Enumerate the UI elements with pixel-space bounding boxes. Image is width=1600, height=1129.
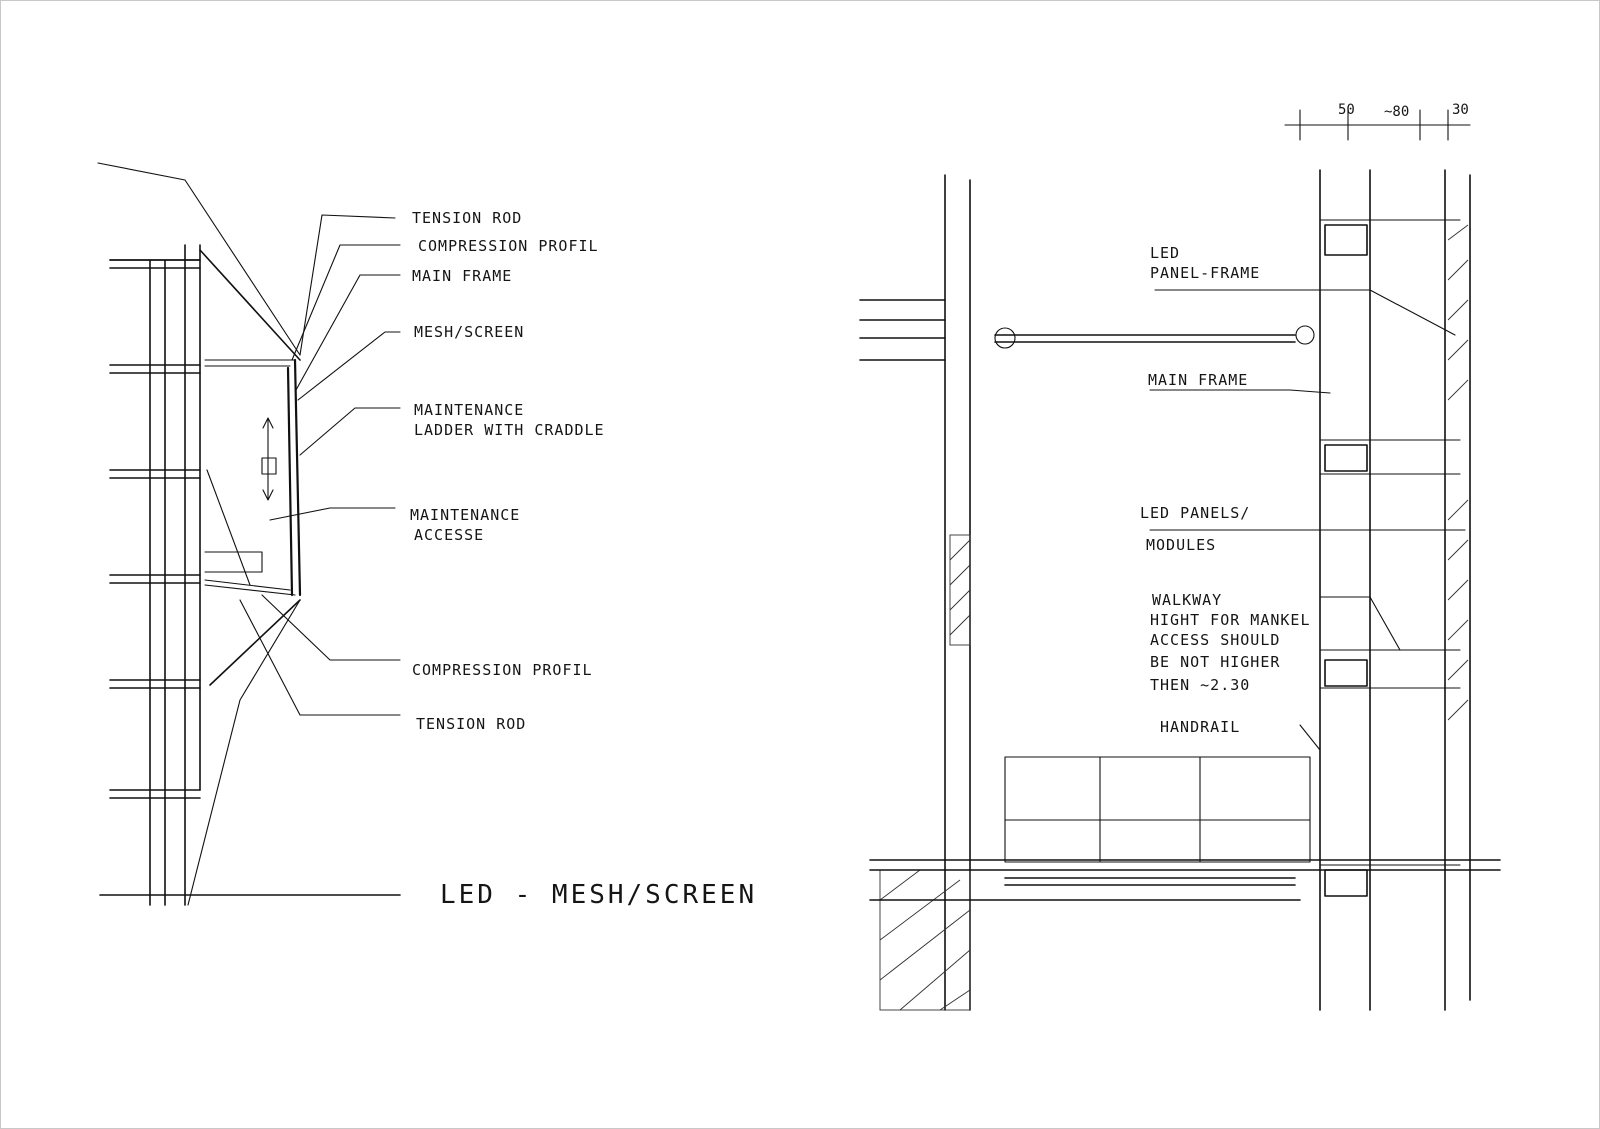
label-mesh-screen: Mesh/screen [414,323,525,341]
label-main-frame-left: Main frame [412,267,513,285]
dimension-80: ~80 [1384,104,1410,120]
dimension-30: 30 [1452,102,1469,118]
label-led: LED [1150,244,1181,262]
label-ladder-with-craddle: ladder with craddle [414,421,605,439]
label-modules: modules [1146,536,1217,554]
label-maintenance-2: Maintenance [410,506,521,524]
label-maintenance-1: Maintenance [414,401,525,419]
label-be-not-higher: be not higher [1150,653,1281,671]
label-compression-profil-top: Compression profil [418,237,599,255]
label-tension-rod-top: Tension rod [412,209,523,227]
drawing-title: LED - MESH/SCREEN [440,880,758,910]
label-accesse: accesse [414,526,485,544]
label-panel-frame: panel-frame [1150,264,1261,282]
label-tension-rod-bottom: Tension rod [416,715,527,733]
label-hight-for-mankel: hight for mankel [1150,611,1311,629]
label-access-should: access should [1150,631,1281,649]
label-then-2-30: then ~2.30 [1150,676,1251,694]
label-handrail: handrail [1160,718,1241,736]
label-led-panels: LED panels/ [1140,504,1251,522]
label-compression-profil-bottom: Compression profil [412,661,593,679]
label-main-frame-right: Main frame [1148,371,1249,389]
label-walkway: Walkway [1152,591,1223,609]
dimension-50: 50 [1338,102,1355,118]
